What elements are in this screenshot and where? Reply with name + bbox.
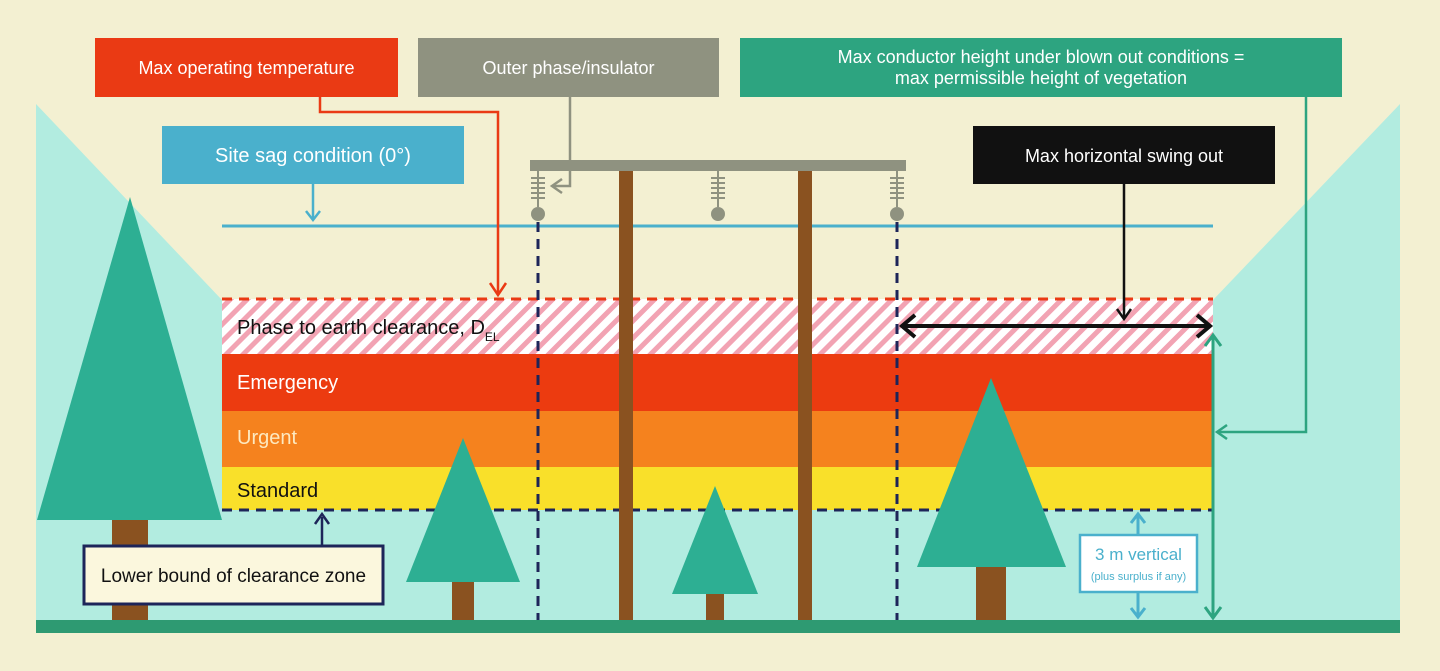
insulator-right (890, 171, 904, 221)
insulator-middle (711, 171, 725, 221)
outer-phase-arrowhead (549, 177, 563, 195)
max-operating-temperature-label: Max operating temperature (138, 58, 354, 78)
tree-small-center (672, 486, 758, 620)
crossarm (530, 160, 906, 171)
ground-line (36, 620, 1400, 633)
standard-label: Standard (237, 480, 318, 502)
three-metre-top-arrowhead (1129, 511, 1147, 524)
swing-right-arrowhead (1195, 313, 1214, 339)
lower-bound-arrowhead (313, 511, 331, 525)
left-pole (619, 168, 633, 620)
tree-medium-right (917, 378, 1066, 620)
emergency-label: Emergency (237, 372, 338, 394)
lower-bound-box (82, 544, 385, 606)
three-metre-bottom-arrowhead (1129, 607, 1147, 620)
max-conductor-arrow (1218, 97, 1308, 434)
max-conductor-height-line2: max permissible height of vegetation (895, 68, 1187, 88)
max-conductor-arrowhead (1214, 423, 1228, 441)
site-sag-condition-label: Site sag condition (0°) (215, 145, 411, 167)
tree-medium-left (406, 438, 520, 620)
max-height-top-arrowhead (1203, 332, 1223, 347)
max-height-bottom-arrowhead (1203, 606, 1223, 621)
phase-to-earth-label: Phase to earth clearance, DEL (237, 317, 500, 344)
swing-left-arrowhead (898, 313, 917, 339)
three-metre-vertical-box (1078, 533, 1199, 594)
lower-bound-label: Lower bound of clearance zone (101, 566, 366, 587)
max-conductor-height-box (740, 38, 1342, 97)
three-metre-vertical-label: 3 m vertical (1095, 545, 1182, 564)
max-temp-arrowhead (488, 282, 508, 298)
outer-phase-insulator-box (418, 38, 719, 97)
max-temp-arrow (318, 97, 500, 293)
outer-phase-arrow (554, 97, 572, 188)
emergency-zone (222, 354, 1213, 411)
right-pole (798, 168, 812, 620)
outer-phase-insulator-label: Outer phase/insulator (482, 58, 654, 78)
max-operating-temperature-box (95, 38, 398, 97)
max-conductor-height-line1: Max conductor height under blown out con… (838, 47, 1245, 67)
max-horizontal-swing-box (973, 126, 1275, 184)
urgent-zone (222, 411, 1213, 467)
urgent-label: Urgent (237, 427, 297, 449)
max-horizontal-swing-label: Max horizontal swing out (1025, 146, 1223, 166)
three-metre-vertical-sublabel: (plus surplus if any) (1091, 571, 1186, 583)
insulator-left (531, 171, 545, 221)
site-sag-condition-box (162, 126, 464, 184)
swing-out-arrowhead (1115, 308, 1133, 322)
site-sag-arrowhead (305, 210, 321, 223)
